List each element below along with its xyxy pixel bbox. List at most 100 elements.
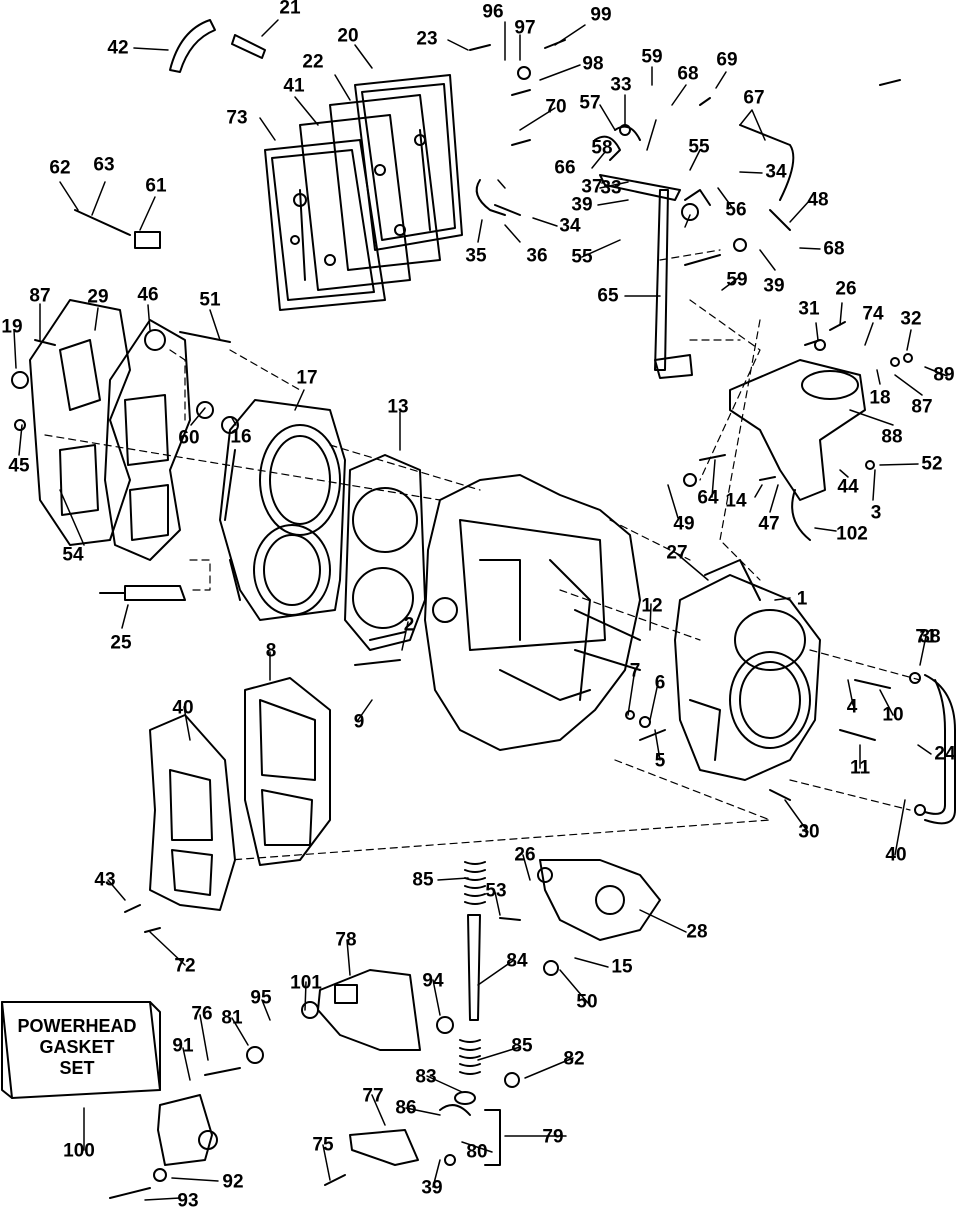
part-callout-13: 13 <box>387 396 409 418</box>
bracket-28 <box>539 859 661 941</box>
bracket-78 <box>317 969 421 1051</box>
part-callout-2: 2 <box>403 614 415 636</box>
part-callout-57: 57 <box>579 92 601 114</box>
part-callout-30: 30 <box>798 821 820 843</box>
part-callout-53: 53 <box>485 880 507 902</box>
part-callout-29: 29 <box>87 286 109 308</box>
part-callout-37: 37 <box>581 176 603 198</box>
part-callout-59: 59 <box>726 269 748 291</box>
part-callout-89: 89 <box>933 364 955 386</box>
part-callout-81: 81 <box>221 1007 243 1029</box>
part-callout-46: 46 <box>137 284 159 306</box>
part-callout-78: 78 <box>335 929 357 951</box>
part-callout-27: 27 <box>666 542 688 564</box>
part-callout-41: 41 <box>283 75 305 97</box>
left-gaskets <box>29 299 191 561</box>
part-91 <box>157 1094 218 1166</box>
part-callout-94: 94 <box>422 970 444 992</box>
part-callout-83: 83 <box>415 1066 437 1088</box>
part-callout-91: 91 <box>172 1035 194 1057</box>
part-callout-26: 26 <box>514 844 536 866</box>
cylinder-block-13 <box>219 399 346 621</box>
part-callout-88: 88 <box>881 426 903 448</box>
gasket-set-line2: GASKET <box>39 1037 115 1057</box>
part-callout-60: 60 <box>178 427 200 449</box>
part-callout-51: 51 <box>199 289 221 311</box>
part-callout-49: 49 <box>673 513 695 535</box>
fuel-line-24 <box>924 674 956 825</box>
part-callout-98: 98 <box>582 53 604 75</box>
part-callout-4: 4 <box>846 696 858 718</box>
part-callout-38: 38 <box>919 626 941 648</box>
part-callout-40: 40 <box>172 697 194 719</box>
part-callout-25: 25 <box>110 632 132 654</box>
part-callout-12: 12 <box>641 595 663 617</box>
part-callout-15: 15 <box>611 956 633 978</box>
part-callout-55: 55 <box>688 136 710 158</box>
part-callout-96: 96 <box>482 1 504 23</box>
part-callout-26: 26 <box>835 278 857 300</box>
part-callout-21: 21 <box>279 0 301 19</box>
part-callout-3: 3 <box>870 502 882 524</box>
part-callout-6: 6 <box>654 672 666 694</box>
part-callout-55: 55 <box>571 246 593 268</box>
part-callout-99: 99 <box>590 4 612 26</box>
part-callout-40: 40 <box>885 844 907 866</box>
part-callout-19: 19 <box>1 316 23 338</box>
powerhead-gasket-set-label: POWERHEAD GASKET SET <box>2 1000 162 1100</box>
part-callout-65: 65 <box>597 285 619 307</box>
part-callout-92: 92 <box>222 1171 244 1193</box>
part-callout-87: 87 <box>911 396 933 418</box>
part-callout-95: 95 <box>250 987 272 1009</box>
part-callout-67: 67 <box>743 87 765 109</box>
part-callout-82: 82 <box>563 1048 585 1070</box>
hose-42 <box>169 19 266 73</box>
part-callout-42: 42 <box>107 37 129 59</box>
part-callout-33: 33 <box>600 177 622 199</box>
part-callout-43: 43 <box>94 869 116 891</box>
spring-shaft <box>454 861 486 1105</box>
throttle-linkage <box>599 174 721 379</box>
part-callout-47: 47 <box>758 513 780 535</box>
part-callout-44: 44 <box>837 476 859 498</box>
part-callout-61: 61 <box>145 175 167 197</box>
lever-77 <box>349 1104 501 1166</box>
part-callout-74: 74 <box>862 303 884 325</box>
part-callout-39: 39 <box>763 275 785 297</box>
part-callout-77: 77 <box>362 1085 384 1107</box>
part-callout-102: 102 <box>836 523 868 545</box>
part-callout-62: 62 <box>49 157 71 179</box>
part-callout-66: 66 <box>554 157 576 179</box>
part-callout-16: 16 <box>230 426 252 448</box>
part-callout-18: 18 <box>869 387 891 409</box>
part-callout-45: 45 <box>8 455 30 477</box>
part-callout-70: 70 <box>545 96 567 118</box>
part-callout-52: 52 <box>921 453 943 475</box>
part-callout-31: 31 <box>798 298 820 320</box>
part-callout-7: 7 <box>629 660 641 682</box>
part-callout-64: 64 <box>697 487 719 509</box>
part-callout-22: 22 <box>302 51 324 73</box>
part-callout-34: 34 <box>559 215 581 237</box>
part-callout-87: 87 <box>29 285 51 307</box>
part-callout-14: 14 <box>725 490 747 512</box>
part-callout-86: 86 <box>395 1097 417 1119</box>
part-callout-85: 85 <box>412 869 434 891</box>
part-callout-72: 72 <box>174 955 196 977</box>
part-callout-23: 23 <box>416 28 438 50</box>
part-callout-58: 58 <box>591 137 613 159</box>
part-callout-85: 85 <box>511 1035 533 1057</box>
part-callout-5: 5 <box>654 750 666 772</box>
part-callout-59: 59 <box>641 46 663 68</box>
leader-lines <box>13 19 948 1201</box>
part-callout-73: 73 <box>226 107 248 129</box>
gasket-set-line3: SET <box>59 1058 95 1078</box>
part-callout-36: 36 <box>526 245 548 267</box>
part-callout-56: 56 <box>725 199 747 221</box>
part-callout-34: 34 <box>765 161 787 183</box>
part-callout-39: 39 <box>571 194 593 216</box>
part-callout-97: 97 <box>514 17 536 39</box>
part-callout-10: 10 <box>882 704 904 726</box>
